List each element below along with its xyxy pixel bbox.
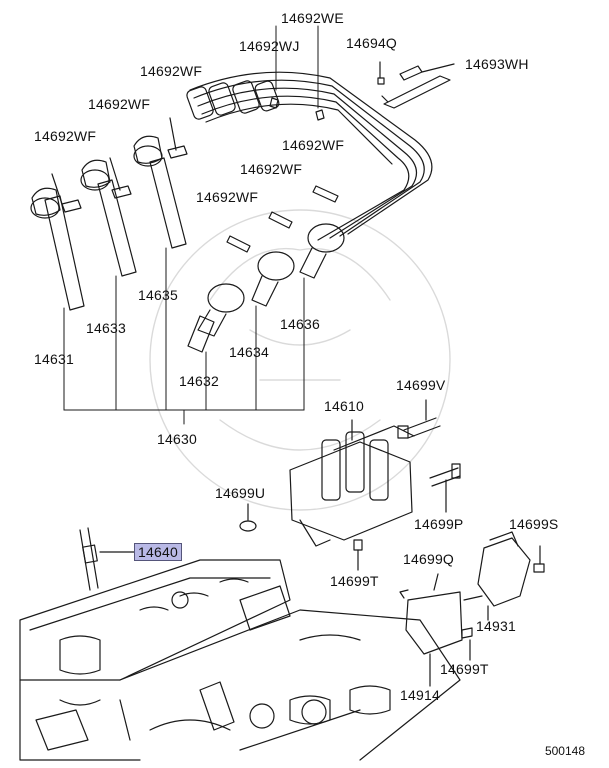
label-14692WF-5[interactable]: 14692WF xyxy=(240,161,303,177)
label-14692WF-2[interactable]: 14692WF xyxy=(88,96,151,112)
label-14630[interactable]: 14630 xyxy=(157,431,197,447)
label-14636[interactable]: 14636 xyxy=(280,316,320,332)
label-14699T-2[interactable]: 14699T xyxy=(440,661,489,677)
label-14610[interactable]: 14610 xyxy=(324,398,364,414)
coil-plug-14632 xyxy=(187,283,245,353)
coil-plug-14634 xyxy=(251,251,295,307)
label-14692WE[interactable]: 14692WE xyxy=(281,10,344,26)
label-14634[interactable]: 14634 xyxy=(229,344,269,360)
ignition-coil-14610 xyxy=(289,419,415,547)
clips-left xyxy=(51,117,188,213)
coil-tube-14635 xyxy=(133,135,187,249)
diagram-id: 500148 xyxy=(544,744,585,758)
spark-plug-14640 xyxy=(79,527,139,591)
label-14699Q[interactable]: 14699Q xyxy=(403,551,455,567)
label-14692WF-6[interactable]: 14692WF xyxy=(196,189,259,205)
label-14699S[interactable]: 14699S xyxy=(509,516,559,532)
label-14692WF-4[interactable]: 14692WF xyxy=(282,137,345,153)
label-14914[interactable]: 14914 xyxy=(400,687,440,703)
label-14699T-1[interactable]: 14699T xyxy=(330,573,379,589)
coil-tube-14633 xyxy=(80,159,137,277)
label-14640-highlighted[interactable]: 14640 xyxy=(134,543,182,561)
ignition-cable-bundle xyxy=(189,71,433,241)
cable-boots-top xyxy=(186,80,280,120)
label-14692WF-3[interactable]: 14692WF xyxy=(34,128,97,144)
leaders-coil-group xyxy=(63,25,319,425)
connector-bracket-14693WH xyxy=(377,61,455,109)
label-14692WJ[interactable]: 14692WJ xyxy=(239,38,300,54)
label-14693WH[interactable]: 14693WH xyxy=(465,56,529,72)
label-14631[interactable]: 14631 xyxy=(34,351,74,367)
bolt-14699P xyxy=(429,463,461,513)
coil-plug-14636 xyxy=(299,223,345,279)
bolt-14699V xyxy=(397,399,441,439)
label-14633[interactable]: 14633 xyxy=(86,320,126,336)
label-14931[interactable]: 14931 xyxy=(476,618,516,634)
label-14694Q[interactable]: 14694Q xyxy=(346,35,398,51)
bracket-14914 xyxy=(399,573,483,687)
label-14692WF-1[interactable]: 14692WF xyxy=(140,63,203,79)
bolt-14699T-coil xyxy=(353,539,363,571)
label-14635[interactable]: 14635 xyxy=(138,287,178,303)
label-14632[interactable]: 14632 xyxy=(179,373,219,389)
engine-block xyxy=(19,559,461,761)
coil-tube-14631 xyxy=(30,187,85,311)
label-14699U[interactable]: 14699U xyxy=(215,485,266,501)
label-14699P[interactable]: 14699P xyxy=(414,516,464,532)
clips-middle xyxy=(226,97,339,253)
washer-14699U xyxy=(239,503,257,532)
watermark xyxy=(149,209,451,511)
igniter-module-14931 xyxy=(477,531,545,621)
label-14699V[interactable]: 14699V xyxy=(396,377,446,393)
